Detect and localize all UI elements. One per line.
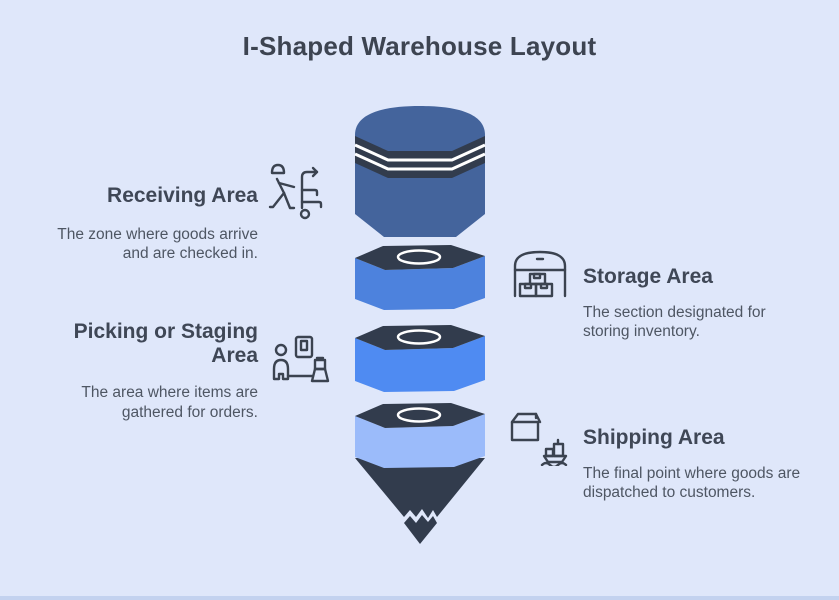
warehouse-building-icon xyxy=(511,246,569,304)
block-top-face xyxy=(355,403,485,428)
picking-station-icon xyxy=(270,333,330,389)
warehouse-funnel-diagram xyxy=(354,106,486,544)
section-picking-area: Picking or Staging Area The area where i… xyxy=(28,320,258,423)
block-top-ellipse xyxy=(396,329,442,345)
footer-strip xyxy=(0,596,839,600)
section-shipping-area: Shipping Area The final point where good… xyxy=(583,426,808,503)
package-ship-icon xyxy=(508,408,568,466)
picking-area-heading: Picking or Staging Area xyxy=(73,320,258,367)
cone-body xyxy=(355,458,485,518)
receiving-area-heading: Receiving Area xyxy=(107,184,258,207)
receiving-area-description: The zone where goods arrive and are chec… xyxy=(57,225,258,263)
shipping-area-heading: Shipping Area xyxy=(583,426,725,449)
worker-hand-truck-icon xyxy=(264,162,332,228)
funnel-segment-shipping xyxy=(355,403,485,468)
barrel-separator-line xyxy=(354,143,486,162)
block-top-face xyxy=(355,325,485,350)
section-storage-area: Storage Area The section designated for … xyxy=(583,265,788,342)
section-receiving-area: Receiving Area The zone where goods arri… xyxy=(28,184,258,264)
cone-broken-tip xyxy=(404,515,437,544)
block-top-ellipse xyxy=(396,249,442,265)
shipping-area-description: The final point where goods are dispatch… xyxy=(583,464,801,502)
funnel-segment-picking xyxy=(355,325,485,392)
picking-area-description: The area where items are gathered for or… xyxy=(81,384,258,421)
funnel-tip xyxy=(355,458,485,544)
barrel-separator-line xyxy=(354,152,486,171)
storage-area-heading: Storage Area xyxy=(583,265,713,288)
block-top-face xyxy=(355,245,485,270)
funnel-segment-storage xyxy=(355,245,485,310)
block-side xyxy=(355,256,485,310)
block-top-ellipse xyxy=(396,407,442,423)
block-side xyxy=(355,336,485,392)
page-title: I-Shaped Warehouse Layout xyxy=(242,31,597,61)
funnel-segment-receiving xyxy=(354,106,486,237)
block-side xyxy=(355,414,485,468)
storage-area-description: The section designated for storing inven… xyxy=(583,303,766,341)
